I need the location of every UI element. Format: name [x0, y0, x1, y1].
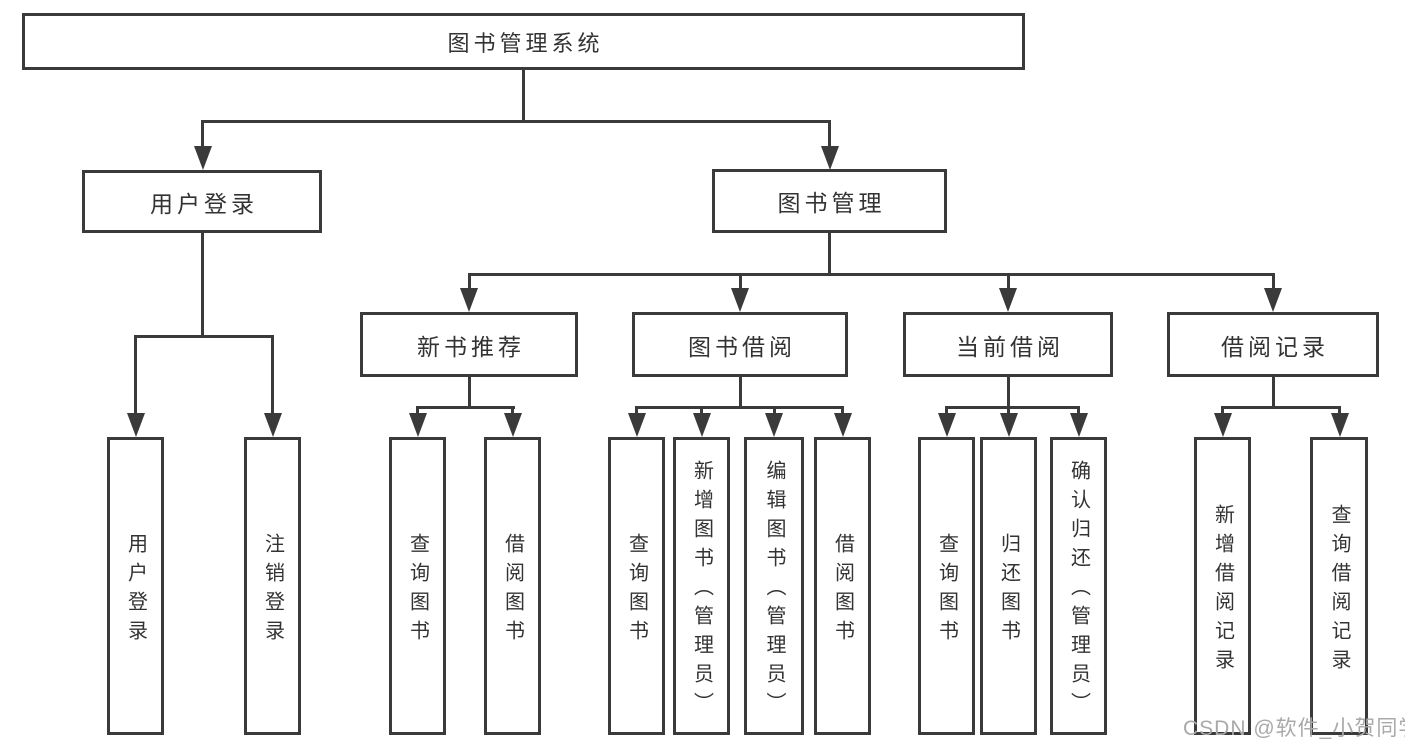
arrow-down-icon — [834, 413, 852, 437]
node-user-login: 用户登录 — [82, 170, 322, 233]
node-book-management: 图书管理 — [712, 169, 947, 233]
leaf-current-query-books: 查询图书 — [918, 437, 975, 735]
connector-root-branch — [201, 120, 831, 123]
leaf-current-return-books: 归还图书 — [980, 437, 1037, 735]
connector-current-drop-2 — [1007, 408, 1010, 415]
leaf-records-query-record: 查询借阅记录 — [1310, 437, 1368, 735]
leaf-user-login: 用户登录 — [107, 437, 164, 735]
connector-newbook-drop-2 — [511, 408, 514, 415]
connector-current-drop-3 — [1077, 408, 1080, 415]
connector-newbook-stem — [468, 377, 471, 408]
connector-bookmgmt-branch — [468, 273, 1275, 276]
connector-records-stem — [1272, 377, 1275, 408]
arrow-down-icon — [628, 413, 646, 437]
connector-current-branch — [945, 406, 1080, 409]
arrow-down-icon — [409, 413, 427, 437]
connector-newbook-drop-1 — [416, 408, 419, 415]
connector-bookmgmt-drop-2 — [739, 275, 742, 290]
connector-borrow-branch — [635, 406, 844, 409]
connector-borrow-drop-2 — [700, 408, 703, 415]
connector-root-right-drop — [828, 122, 831, 148]
connector-borrow-drop-4 — [841, 408, 844, 415]
arrow-down-icon — [938, 413, 956, 437]
node-new-book-recommend: 新书推荐 — [360, 312, 578, 377]
leaf-borrow-borrow-books: 借阅图书 — [814, 437, 871, 735]
arrow-down-icon — [194, 146, 212, 170]
connector-current-drop-1 — [945, 408, 948, 415]
connector-records-branch — [1221, 406, 1341, 409]
leaf-borrow-edit-books-admin: 编辑图书（管理员） — [744, 437, 804, 735]
arrow-down-icon — [693, 413, 711, 437]
leaf-borrow-add-books-admin: 新增图书（管理员） — [673, 437, 730, 735]
connector-records-drop-1 — [1221, 408, 1224, 415]
connector-userlogin-branch — [134, 335, 274, 338]
connector-records-drop-2 — [1338, 408, 1341, 415]
arrow-down-icon — [504, 413, 522, 437]
connector-root-left-drop — [201, 122, 204, 148]
arrow-down-icon — [264, 413, 282, 437]
arrow-down-icon — [1264, 288, 1282, 312]
node-book-borrow: 图书借阅 — [632, 312, 848, 377]
leaf-current-confirm-return-admin: 确认归还（管理员） — [1050, 437, 1107, 735]
node-root-system: 图书管理系统 — [22, 13, 1025, 70]
node-borrow-records: 借阅记录 — [1167, 312, 1379, 377]
arrow-down-icon — [1214, 413, 1232, 437]
connector-current-stem — [1007, 377, 1010, 408]
leaf-records-add-record: 新增借阅记录 — [1194, 437, 1251, 735]
arrow-down-icon — [1070, 413, 1088, 437]
arrow-down-icon — [127, 413, 145, 437]
node-current-borrow: 当前借阅 — [903, 312, 1113, 377]
connector-borrow-stem — [739, 377, 742, 408]
arrow-down-icon — [821, 146, 839, 170]
csdn-watermark: CSDN @软件_小贺同学 — [1183, 717, 1405, 740]
arrow-down-icon — [460, 288, 478, 312]
connector-bookmgmt-drop-3 — [1007, 275, 1010, 290]
leaf-logout: 注销登录 — [244, 437, 301, 735]
arrow-down-icon — [1331, 413, 1349, 437]
arrow-down-icon — [1000, 413, 1018, 437]
arrow-down-icon — [765, 413, 783, 437]
connector-bookmgmt-drop-4 — [1272, 275, 1275, 290]
connector-userlogin-stem — [201, 232, 204, 338]
leaf-newbook-borrow-books: 借阅图书 — [484, 437, 541, 735]
leaf-borrow-query-books: 查询图书 — [608, 437, 665, 735]
arrow-down-icon — [999, 288, 1017, 312]
leaf-newbook-query-books: 查询图书 — [389, 437, 446, 735]
connector-userlogin-drop-1 — [134, 337, 137, 415]
arrow-down-icon — [731, 288, 749, 312]
connector-root-stem — [522, 70, 525, 123]
connector-userlogin-drop-2 — [271, 337, 274, 415]
connector-bookmgmt-drop-1 — [468, 275, 471, 290]
connector-bookmgmt-stem — [828, 233, 831, 276]
connector-borrow-drop-1 — [635, 408, 638, 415]
connector-borrow-drop-3 — [773, 408, 776, 415]
connector-newbook-branch — [416, 406, 515, 409]
